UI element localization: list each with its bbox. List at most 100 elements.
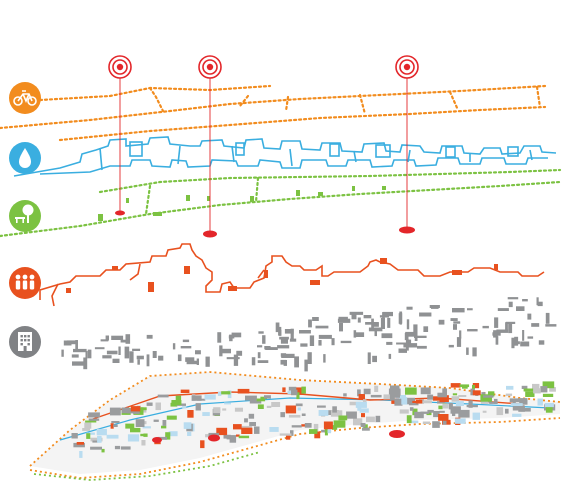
plan-block (439, 410, 445, 413)
plan-block (285, 433, 291, 440)
building-footprint (494, 317, 499, 328)
building-footprint (233, 354, 239, 366)
building-footprint (289, 338, 297, 342)
building-footprint (367, 352, 371, 364)
plan-block (405, 387, 417, 395)
building-footprint (100, 339, 109, 342)
building-footprint (496, 329, 509, 333)
plan-marker-3 (389, 430, 405, 438)
people-icon[interactable] (9, 267, 41, 299)
plan-block (321, 429, 327, 433)
plan-block (317, 405, 326, 408)
plan-block (114, 445, 121, 450)
building-footprint (146, 334, 153, 339)
building-footprint (72, 361, 86, 366)
building-footprint (186, 360, 199, 365)
plan-block (153, 419, 159, 422)
plan-block (488, 391, 495, 397)
building-footprint (277, 345, 290, 349)
plan-block (236, 434, 240, 437)
plan-block (271, 402, 281, 407)
bicycle-icon[interactable] (9, 82, 41, 114)
building-footprint (363, 315, 372, 319)
building-icon[interactable] (9, 326, 41, 358)
plan-block (512, 413, 522, 417)
plan-block (361, 413, 365, 418)
building-footprint (318, 334, 332, 339)
water-drop-icon[interactable] (9, 142, 41, 174)
plan-block (204, 394, 216, 400)
plan-block (120, 446, 131, 450)
plan-block (468, 400, 473, 408)
plan-block (545, 406, 553, 413)
building-footprint (520, 341, 530, 347)
plan-block (79, 451, 83, 458)
building-footprint (417, 345, 427, 349)
building-footprint (380, 317, 385, 329)
plan-block (349, 401, 361, 406)
social-node (452, 270, 462, 275)
building-footprint (340, 340, 352, 344)
building-footprint (516, 306, 525, 311)
site-marker-1[interactable] (108, 55, 132, 216)
water-block-1 (129, 141, 143, 157)
building-footprint (61, 349, 64, 357)
plan-block (196, 398, 206, 401)
building-footprint (66, 340, 77, 345)
plan-block (327, 429, 332, 434)
plan-block (323, 421, 333, 430)
building-footprint (497, 308, 509, 311)
social-node (112, 266, 118, 270)
building-footprint (231, 332, 242, 338)
water-link-2 (177, 145, 181, 165)
mobility-connector-5 (448, 90, 460, 112)
building-footprint (226, 357, 240, 360)
plan-block (375, 415, 381, 423)
plan-block (135, 419, 145, 427)
plan-block (287, 390, 292, 395)
plan-block (458, 409, 470, 418)
plan-block (512, 398, 516, 406)
building-footprint (318, 340, 322, 346)
water-link-6 (407, 149, 411, 163)
building-footprint (339, 323, 343, 332)
plan-block (510, 403, 523, 406)
building-footprint (531, 323, 540, 327)
building-footprint (280, 339, 288, 344)
water-link-4 (289, 148, 293, 167)
plan-green-edge (33, 451, 261, 481)
green-corridor-link-1 (144, 184, 152, 216)
plan-block (141, 440, 146, 446)
site-marker-2[interactable] (198, 55, 222, 238)
plan-block (71, 433, 78, 439)
building-footprint (137, 359, 140, 365)
building-footprint (71, 354, 79, 358)
plan-block (521, 385, 528, 389)
plan-block (357, 406, 362, 411)
social-node (494, 264, 498, 270)
plan-block (420, 411, 430, 414)
site-marker-3[interactable] (395, 55, 419, 234)
building-footprint (106, 350, 118, 355)
plan-block (309, 429, 318, 434)
building-footprint (467, 329, 478, 332)
building-footprint (307, 352, 312, 364)
building-footprint (371, 318, 374, 330)
layer-icons (9, 82, 41, 358)
tree-bench-icon[interactable] (9, 200, 41, 232)
building-footprint (381, 333, 393, 339)
plan-block (466, 405, 478, 408)
building-footprint (495, 336, 499, 345)
site-markers (108, 55, 419, 238)
building-footprint (413, 324, 418, 335)
building-footprint (105, 335, 109, 341)
building-footprint (448, 344, 454, 348)
plan-block (157, 436, 167, 440)
plan-block (90, 437, 103, 442)
building-footprint (349, 311, 364, 315)
plan-block (233, 424, 242, 430)
plan-block (489, 401, 498, 404)
plan-block (90, 446, 102, 450)
social-layer (39, 243, 545, 307)
green-corridor-main (0, 180, 562, 238)
